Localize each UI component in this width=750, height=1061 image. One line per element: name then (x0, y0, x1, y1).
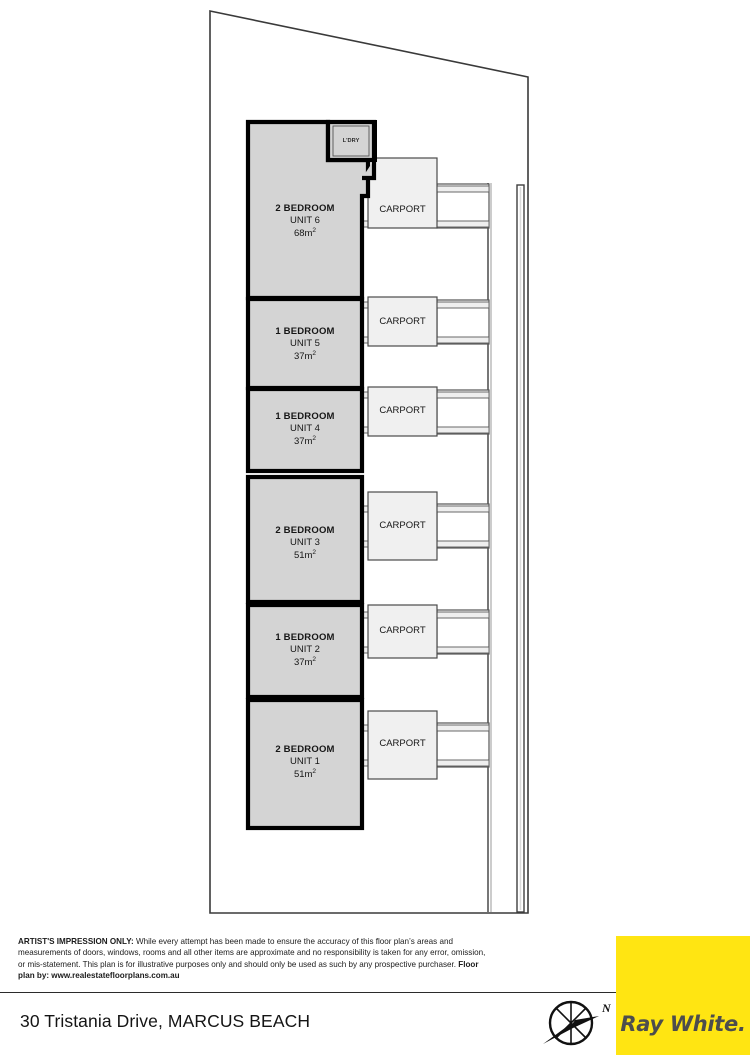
ray-white-logo-text: Ray White. (620, 1012, 746, 1036)
disclaimer-text: ARTIST'S IMPRESSION ONLY: While every at… (18, 936, 494, 982)
laundry-label: L'DRY (342, 138, 360, 144)
carport-unit-3 (367, 491, 438, 561)
unit-5-footprint (245, 296, 365, 391)
carport-unit-4 (367, 386, 438, 437)
carport-unit-2 (367, 604, 438, 659)
carport-unit-5 (367, 296, 438, 347)
unit-1-footprint (245, 697, 365, 831)
footer: ARTIST'S IMPRESSION ONLY: While every at… (0, 925, 750, 1061)
carport-label-1: CARPORT (379, 738, 426, 749)
carport-label-4: CARPORT (379, 405, 426, 416)
floor-plan-drawing (209, 10, 529, 914)
compass-label: N (601, 1001, 612, 1015)
property-address: 30 Tristania Drive, MARCUS BEACH (20, 1011, 311, 1031)
unit-4-footprint (245, 386, 365, 474)
disclaimer-heading: ARTIST'S IMPRESSION ONLY: (18, 937, 134, 946)
carport-label-3: CARPORT (379, 520, 426, 531)
carport-unit-1 (367, 710, 438, 780)
ray-white-logo: Ray White. (616, 936, 750, 1055)
disclaimer-credit: Floor plan by: www.realestatefloorplans.… (18, 959, 479, 981)
unit-6-footprint (245, 119, 377, 301)
floor-plan-canvas: 2 BEDROOM UNIT 6 68m2 1 BEDROOM UNIT 5 3… (209, 10, 529, 914)
parking-bays (362, 183, 490, 768)
footer-divider (0, 992, 616, 993)
carport-label-2: CARPORT (379, 625, 426, 636)
carport-unit-6 (367, 157, 438, 229)
disclaimer-body: While every attempt has been made to ens… (18, 937, 486, 969)
site-boundary (209, 10, 529, 914)
unit-3-footprint (245, 474, 365, 605)
unit-2-footprint (245, 602, 365, 700)
carport-label-6: CARPORT (379, 204, 426, 215)
compass-north-icon: N (543, 1000, 612, 1046)
carport-structures (367, 157, 438, 780)
footpath-strip (516, 184, 525, 913)
carport-label-5: CARPORT (379, 316, 426, 327)
